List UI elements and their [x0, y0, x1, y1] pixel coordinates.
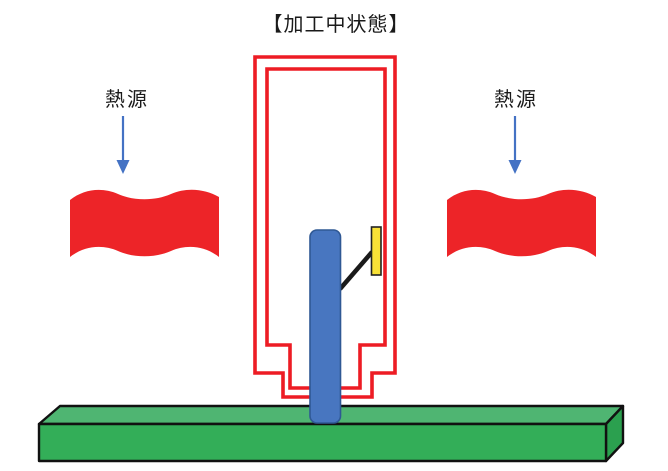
sensor-link-line — [338, 250, 374, 291]
down-arrow-icon-left — [116, 116, 130, 174]
sensor-plate — [370, 226, 382, 276]
spindle-rod — [309, 229, 342, 424]
down-arrow-icon-right — [508, 116, 522, 174]
spindle-housing-outline — [253, 55, 397, 399]
housing-inner-outline — [265, 67, 387, 390]
heat-wave-left-icon — [70, 189, 219, 257]
housing-outer-outline — [253, 55, 397, 399]
heat-wave-right-icon — [447, 189, 596, 257]
base-front-face — [37, 422, 608, 463]
heat-source-label-right: 熱源 — [494, 89, 538, 111]
diagram-title: 【加工中状態】 — [262, 14, 410, 36]
heat-source-label-left: 熱源 — [105, 89, 149, 111]
